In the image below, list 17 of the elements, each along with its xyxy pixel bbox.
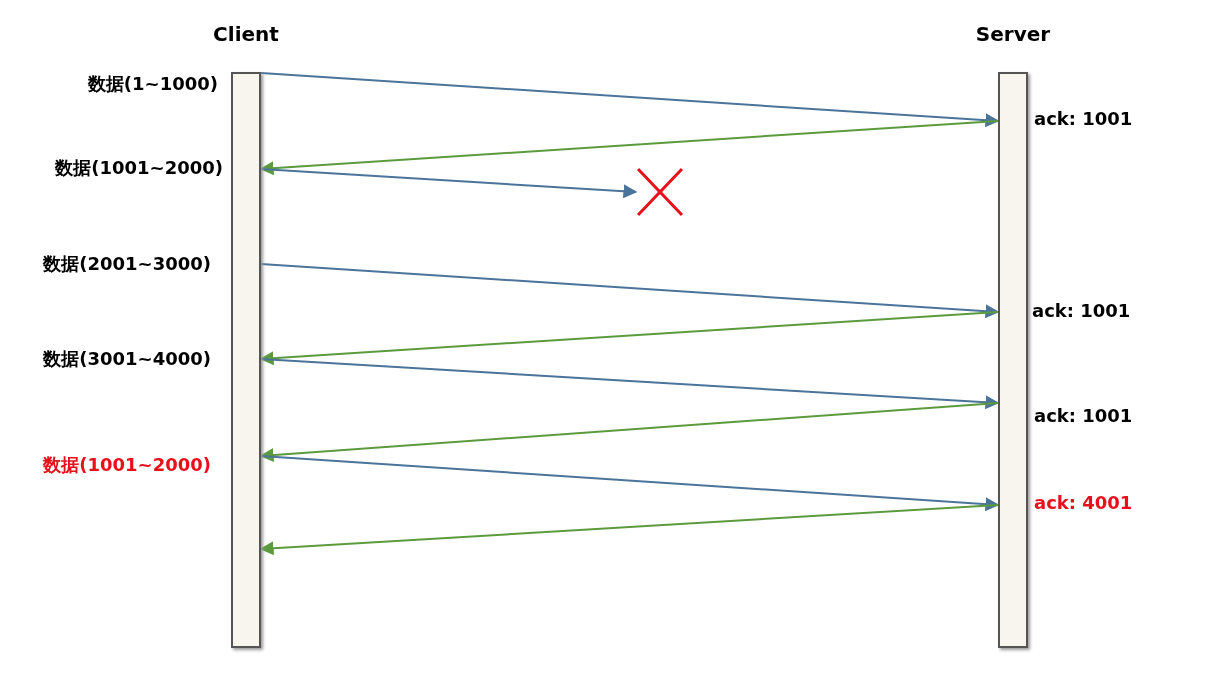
- lost-packet-cross: [636, 167, 684, 217]
- ack-label: ack: 4001: [1034, 492, 1133, 513]
- lifeline-label: Client: [213, 22, 279, 46]
- arrow: [260, 263, 1000, 319]
- lifeline-label: Server: [975, 22, 1051, 46]
- arrow: [260, 455, 1000, 512]
- arrow: [260, 72, 1000, 128]
- ack-label: ack: 1001: [1034, 405, 1133, 426]
- segment-label: 数据(1001~2000): [43, 453, 211, 477]
- ack-label: ack: 1001: [1032, 300, 1131, 321]
- arrow: [260, 168, 638, 199]
- segment-label: 数据(2001~3000): [43, 252, 211, 276]
- segment-label: 数据(3001~4000): [43, 347, 211, 371]
- ack-label: ack: 1001: [1034, 108, 1133, 129]
- segment-label: 数据(1~1000): [87, 72, 218, 96]
- arrow: [260, 358, 1000, 410]
- segment-label: 数据(1001~2000): [55, 156, 223, 180]
